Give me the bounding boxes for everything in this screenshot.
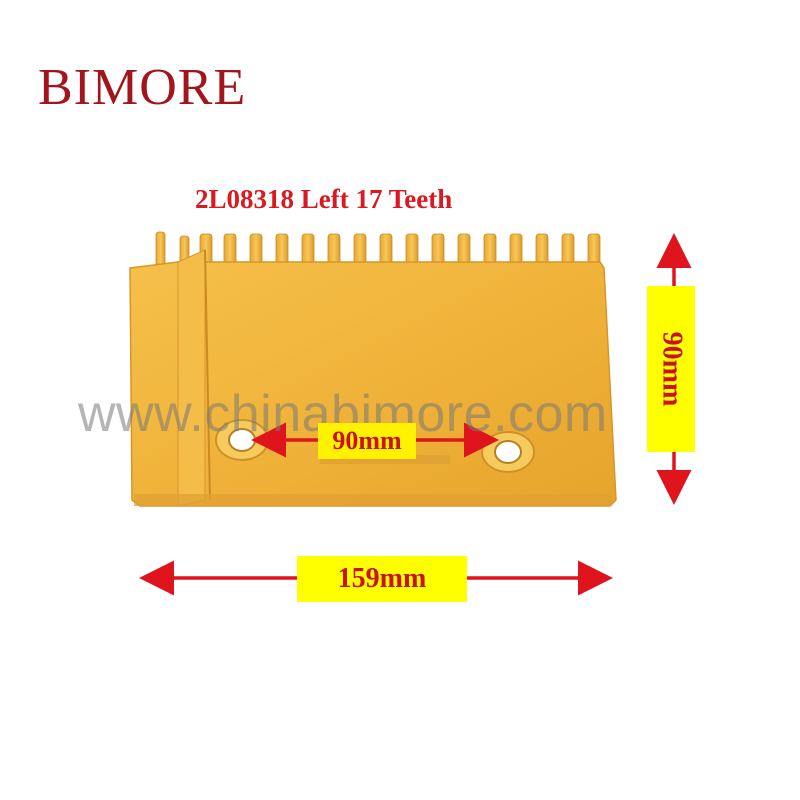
height-label-box: 90mm <box>647 286 695 452</box>
height-label: 90mm <box>656 331 687 407</box>
comb-plate-ridge <box>177 249 206 507</box>
embossed-marking <box>320 455 450 464</box>
hole-spacing-label: 90mm <box>318 423 416 459</box>
comb-tooth <box>155 231 166 269</box>
product-title: 2L08318 Left 17 Teeth <box>195 184 453 214</box>
width-label: 159mm <box>297 556 467 602</box>
brand-logo: BIMORE <box>38 59 247 116</box>
